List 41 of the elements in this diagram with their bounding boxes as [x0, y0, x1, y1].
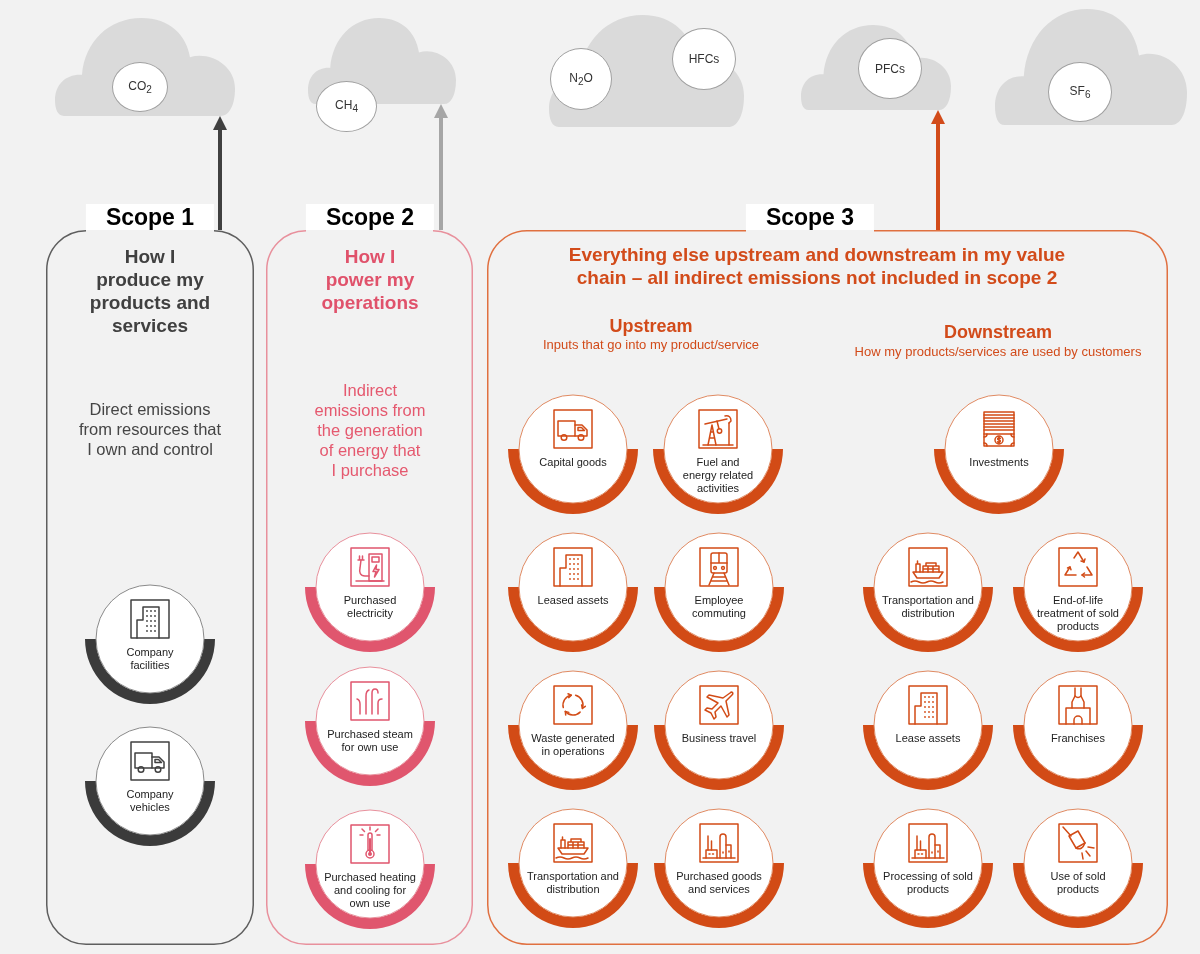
- section-subtitle: How my products/services are used by customers: [854, 344, 1142, 359]
- category-label: Purchased steam for own use: [327, 728, 413, 754]
- arrow: [434, 104, 448, 230]
- category-label: Use of sold products: [1050, 870, 1106, 896]
- category-label: Fuel and energy related activities: [682, 456, 754, 495]
- category-label: Employee commuting: [692, 594, 746, 620]
- scope-description: Direct emissions from resources that I own and control: [78, 399, 222, 459]
- section-subtitle: Inputs that go into my product/service: [542, 337, 760, 352]
- scope-heading: How I power my operations: [321, 245, 419, 314]
- category-label: Company facilities: [126, 646, 174, 672]
- category-label: Processing of sold products: [883, 870, 973, 896]
- scope-description: Indirect emissions from the generation of energy that I purchase: [314, 380, 426, 480]
- gas-formula: CH$_{4}$: [335, 98, 358, 115]
- section-heading: Downstream: [944, 321, 1052, 343]
- gas-formula: HFCs: [688, 52, 720, 66]
- gas-formula: PFCs: [875, 61, 905, 76]
- category-label: End-of-life treatment of sold products: [1037, 594, 1119, 633]
- gas-formula: N$_{2}$O: [569, 70, 593, 88]
- category-label: Purchased heating and cooling for own use: [324, 871, 416, 910]
- scope-title: Scope 3: [745, 204, 875, 230]
- category-label: Transportation and distribution: [527, 870, 619, 896]
- category-label: Investments: [969, 456, 1029, 469]
- category-label: Leased assets: [537, 594, 609, 607]
- category-label: Purchased goods and services: [676, 870, 762, 896]
- category-label: Capital goods: [539, 456, 607, 469]
- scope-heading: Everything else upstream and downstream in my value chain – all indirect emissions not included in scope 2: [568, 243, 1066, 289]
- section-heading: Upstream: [609, 315, 693, 337]
- category-label: Business travel: [681, 732, 757, 745]
- gas-formula: SF$_{6}$: [1069, 83, 1091, 101]
- arrow: [931, 110, 945, 230]
- scope-title: Scope 2: [305, 204, 435, 230]
- category-label: Transportation and distribution: [882, 594, 974, 620]
- category-label: Purchased electricity: [343, 594, 397, 620]
- category-label: Lease assets: [895, 732, 961, 745]
- scope-heading: How I produce my products and services: [89, 245, 211, 337]
- arrow: [213, 116, 227, 230]
- category-label: Waste generated in operations: [531, 732, 615, 758]
- scope-title: Scope 1: [85, 204, 215, 230]
- category-label: Franchises: [1051, 732, 1105, 745]
- gas-formula: CO$_{2}$: [128, 78, 152, 96]
- category-label: Company vehicles: [126, 788, 174, 814]
